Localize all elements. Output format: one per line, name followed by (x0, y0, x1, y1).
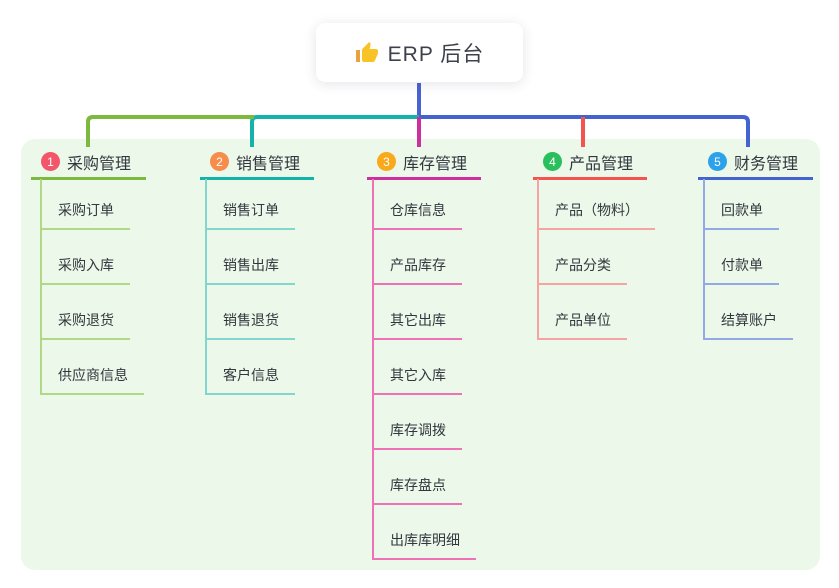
branch-2-number-badge: 2 (210, 152, 229, 171)
child-node[interactable]: 采购入库 (40, 230, 144, 285)
branch-node-4[interactable]: 4 产品管理 (533, 146, 647, 180)
branch-2-children: 销售订单 销售出库 销售退货 客户信息 (205, 175, 295, 395)
branch-1-label: 采购管理 (67, 155, 132, 173)
child-node[interactable]: 产品分类 (537, 230, 655, 285)
branch-5-children: 回款单 付款单 结算账户 (703, 175, 793, 340)
branch-2-spine-line (205, 179, 207, 395)
child-node[interactable]: 供应商信息 (40, 340, 144, 395)
branch-5-number-badge: 5 (708, 152, 727, 171)
branch-3-spine-line (372, 179, 374, 560)
child-node-label[interactable]: 付款单 (703, 255, 779, 285)
root-title: ERP 后台 (387, 42, 485, 66)
branch-node-3[interactable]: 3 库存管理 (367, 146, 481, 180)
child-node-label[interactable]: 采购订单 (40, 200, 130, 230)
child-node[interactable]: 客户信息 (205, 340, 295, 395)
child-node-label[interactable]: 仓库信息 (372, 200, 462, 230)
branch-4-label: 产品管理 (569, 155, 634, 173)
branch-node-1[interactable]: 1 采购管理 (31, 146, 146, 180)
child-node-label[interactable]: 采购退货 (40, 310, 130, 340)
branch-3-label: 库存管理 (403, 155, 468, 173)
child-node[interactable]: 库存盘点 (372, 450, 476, 505)
connector-branch-2 (250, 115, 419, 147)
child-node[interactable]: 出库库明细 (372, 505, 476, 560)
child-node[interactable]: 其它出库 (372, 285, 476, 340)
branch-1-number-badge: 1 (41, 152, 60, 171)
child-node-label[interactable]: 销售退货 (205, 310, 295, 340)
branch-5-spine-line (703, 179, 705, 340)
child-node[interactable]: 仓库信息 (372, 175, 476, 230)
child-node[interactable]: 回款单 (703, 175, 793, 230)
child-node-label[interactable]: 供应商信息 (40, 365, 144, 395)
branch-3-children: 仓库信息 产品库存 其它出库 其它入库 库存调拨 库存盘点 出库库明细 (372, 175, 476, 560)
branch-3-number-badge: 3 (377, 152, 396, 171)
branch-node-5[interactable]: 5 财务管理 (698, 146, 813, 180)
child-node[interactable]: 销售退货 (205, 285, 295, 340)
child-node[interactable]: 产品（物料） (537, 175, 655, 230)
child-node[interactable]: 产品库存 (372, 230, 476, 285)
child-node-label[interactable]: 产品分类 (537, 255, 627, 285)
child-node-label[interactable]: 其它出库 (372, 310, 462, 340)
branch-1-spine-line (40, 179, 42, 395)
child-node[interactable]: 其它入库 (372, 340, 476, 395)
child-node[interactable]: 付款单 (703, 230, 793, 285)
child-node-label[interactable]: 客户信息 (205, 365, 295, 395)
child-node[interactable]: 销售出库 (205, 230, 295, 285)
branch-5-label: 财务管理 (734, 155, 799, 173)
child-node-label[interactable]: 库存调拨 (372, 420, 462, 450)
branch-2-label: 销售管理 (236, 155, 301, 173)
child-node[interactable]: 结算账户 (703, 285, 793, 340)
child-node-label[interactable]: 结算账户 (703, 310, 793, 340)
branch-4-children: 产品（物料） 产品分类 产品单位 (537, 175, 655, 340)
branches-background-panel (21, 139, 820, 570)
child-node-label[interactable]: 产品库存 (372, 255, 462, 285)
child-node-label[interactable]: 出库库明细 (372, 530, 476, 560)
branch-node-2[interactable]: 2 销售管理 (200, 146, 314, 180)
child-node[interactable]: 采购退货 (40, 285, 144, 340)
child-node-label[interactable]: 库存盘点 (372, 475, 462, 505)
child-node[interactable]: 销售订单 (205, 175, 295, 230)
branch-4-spine-line (537, 179, 539, 340)
child-node-label[interactable]: 销售出库 (205, 255, 295, 285)
thumbs-up-icon (355, 41, 378, 62)
child-node-label[interactable]: 回款单 (703, 200, 779, 230)
child-node-label[interactable]: 采购入库 (40, 255, 130, 285)
connector-branch-5 (419, 115, 750, 147)
connector-branch-1 (86, 115, 254, 147)
child-node-label[interactable]: 其它入库 (372, 365, 462, 395)
child-node-label[interactable]: 产品单位 (537, 310, 627, 340)
child-node[interactable]: 库存调拨 (372, 395, 476, 450)
child-node[interactable]: 产品单位 (537, 285, 655, 340)
child-node[interactable]: 采购订单 (40, 175, 144, 230)
branch-4-number-badge: 4 (543, 152, 562, 171)
child-node-label[interactable]: 产品（物料） (537, 200, 655, 230)
branch-1-children: 采购订单 采购入库 采购退货 供应商信息 (40, 175, 144, 395)
child-node-label[interactable]: 销售订单 (205, 200, 295, 230)
root-node[interactable]: ERP 后台 (316, 23, 523, 82)
